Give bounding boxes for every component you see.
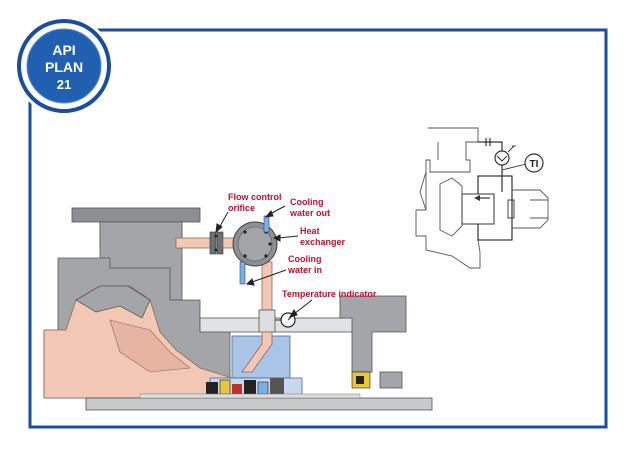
schematic-flow-arrow <box>474 195 480 201</box>
flow-control-orifice <box>209 231 224 255</box>
cooling-water-out-nozzle <box>263 215 270 233</box>
label-heat-exchanger-line2: exchanger <box>300 237 346 247</box>
schematic-heat-exchanger <box>494 150 510 166</box>
flush-piping <box>175 231 276 373</box>
pump-cross-section <box>43 207 433 411</box>
mechanical-seal <box>206 378 284 395</box>
label-temperature-indicator: Temperature indicator <box>282 289 377 299</box>
temperature-probe-fitting <box>258 309 276 333</box>
pump-shaft <box>85 397 433 411</box>
label-cooling-water-in-line1: Cooling <box>288 254 322 264</box>
schematic-ti-indicator: TI <box>524 153 544 173</box>
discharge-flange <box>71 207 201 223</box>
cooling-water-in-nozzle <box>239 261 246 285</box>
label-cooling-water-in-line2: water in <box>287 265 322 275</box>
label-flow-control-orifice-line2: orifice <box>228 203 255 213</box>
badge-line-number: 21 <box>57 77 71 92</box>
label-cooling-water-out-line2: water out <box>289 208 330 218</box>
badge-line-plan: PLAN <box>45 59 83 75</box>
schematic-ti-label: TI <box>530 159 539 170</box>
label-cooling-water-out-line1: Cooling <box>290 197 324 207</box>
plan-schematic <box>415 127 549 269</box>
bearing <box>351 371 371 389</box>
callout-arrows <box>215 205 313 318</box>
label-flow-control-orifice-line1: Flow control <box>228 192 282 202</box>
page-frame <box>28 28 608 429</box>
heat-exchanger <box>232 215 278 285</box>
label-heat-exchanger-line1: Heat <box>300 226 320 236</box>
badge-line-api: API <box>52 42 75 58</box>
callout-labels: Flow control orifice Cooling water out H… <box>228 192 377 299</box>
api-plan-badge: API PLAN 21 <box>14 16 114 116</box>
